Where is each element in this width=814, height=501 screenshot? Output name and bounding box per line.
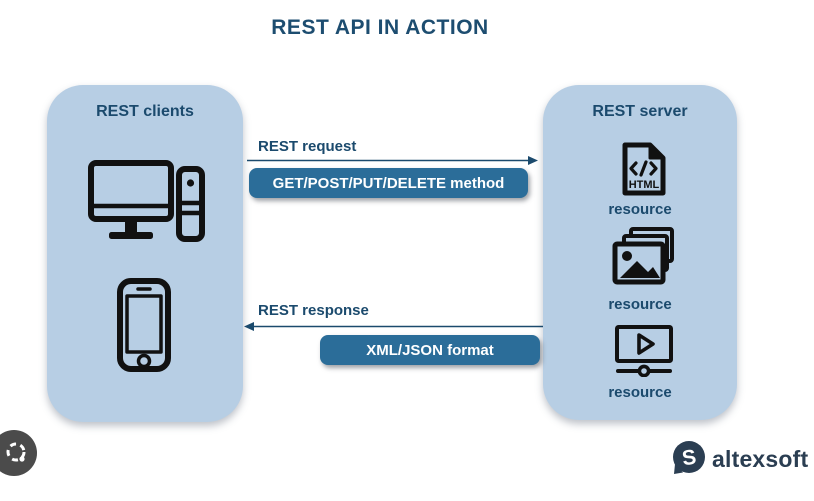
altexsoft-logo-text: altexsoft: [712, 446, 809, 472]
video-player-icon: [615, 325, 673, 377]
request-method-badge: GET/POST/PUT/DELETE method: [249, 168, 528, 198]
page-title: REST API IN ACTION: [271, 16, 489, 39]
html-file-icon: HTML: [622, 142, 666, 196]
resource-label: resource: [608, 296, 672, 313]
html-file-icon-label: HTML: [629, 179, 660, 191]
rest-server-panel: REST server HTML resource resource: [543, 85, 737, 420]
rest-clients-panel: REST clients: [47, 85, 243, 422]
resource-label: resource: [608, 201, 672, 218]
response-arrow: [244, 322, 543, 331]
svg-text:S: S: [681, 446, 698, 471]
screenshot-tool-icon[interactable]: [0, 430, 37, 476]
request-arrow: [247, 156, 538, 165]
desktop-computer-icon: [88, 160, 205, 242]
smartphone-icon: [117, 278, 171, 372]
rest-clients-title: REST clients: [96, 103, 194, 120]
resource-label: resource: [608, 384, 672, 401]
rest-server-title: REST server: [592, 103, 688, 120]
response-label: REST response: [258, 302, 369, 319]
image-stack-icon: [612, 227, 674, 285]
altexsoft-logo-icon: S: [673, 441, 705, 474]
request-label: REST request: [258, 138, 357, 155]
response-format-badge: XML/JSON format: [320, 335, 540, 365]
